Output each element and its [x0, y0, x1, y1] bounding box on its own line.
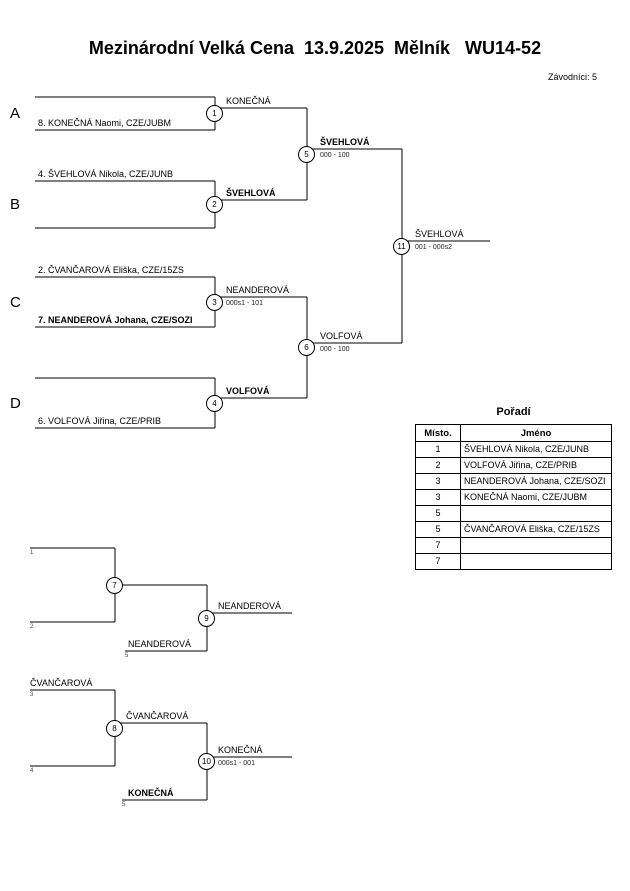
match-circle-4: 4 [206, 395, 223, 412]
player-konecna: 8. KONEČNÁ Naomi, CZE/JUBM [38, 118, 172, 128]
standings-place: 2 [415, 457, 461, 474]
standings-table: Místo. Jméno 1 ŠVEHLOVÁ Nikola, CZE/JUNB… [415, 424, 612, 570]
match-circle-11: 11 [393, 238, 410, 255]
winner-label-m4: VOLFOVÁ [226, 386, 270, 396]
standings-name: VOLFOVÁ Jiřina, CZE/PRIB [460, 457, 612, 474]
player-neanderova: 7. NEANDEROVÁ Johana, CZE/SOZI [38, 315, 193, 325]
table-row: 3 KONEČNÁ Naomi, CZE/JUBM [415, 489, 612, 506]
table-row: 5 ČVANČAROVÁ Eliška, CZE/15ZS [415, 521, 612, 538]
player-volfova: 6. VOLFOVÁ Jiřina, CZE/PRIB [38, 416, 162, 426]
consolation-entry-konecna: KONEČNÁ [128, 788, 174, 798]
table-row: 7 [415, 553, 612, 570]
standings-place: 3 [415, 489, 461, 506]
standings-name [460, 553, 612, 570]
group-label-d: D [10, 395, 21, 412]
standings-name: KONEČNÁ Naomi, CZE/JUBM [460, 489, 612, 506]
standings-place: 7 [415, 537, 461, 554]
consolation-seed-3: 3 [30, 692, 34, 698]
winner-label-m5: ŠVEHLOVÁ [320, 137, 370, 147]
winner-label-m8: ČVANČAROVÁ [126, 711, 189, 721]
standings-place: 3 [415, 473, 461, 490]
table-row: 5 [415, 505, 612, 522]
table-row: 7 [415, 537, 612, 554]
standings-name [460, 505, 612, 522]
winner-label-m9: NEANDEROVÁ [218, 601, 282, 611]
group-label-a: A [10, 105, 21, 122]
winner-label-m3: NEANDEROVÁ [226, 285, 290, 295]
consolation-seed-2: 2 [30, 624, 34, 630]
score-m6: 000 - 100 [320, 346, 350, 353]
match-circle-2: 2 [206, 196, 223, 213]
standings-name: NEANDEROVÁ Johana, CZE/SOZI [460, 473, 612, 490]
group-label-b: B [10, 196, 21, 213]
match-circle-5: 5 [298, 146, 315, 163]
match-circle-8: 8 [106, 720, 123, 737]
consolation-seed-5b: 5 [122, 802, 126, 808]
standings-place: 1 [415, 441, 461, 458]
score-m3: 000s1 - 101 [226, 300, 263, 307]
winner-label-m1: KONEČNÁ [226, 96, 271, 106]
standings-name [460, 537, 612, 554]
table-row: 2 VOLFOVÁ Jiřina, CZE/PRIB [415, 457, 612, 474]
match-circle-3: 3 [206, 294, 223, 311]
standings-title: Pořadí [496, 406, 531, 418]
consolation-entry-neanderova: NEANDEROVÁ [128, 639, 192, 649]
standings-place: 7 [415, 553, 461, 570]
table-row: 3 NEANDEROVÁ Johana, CZE/SOZI [415, 473, 612, 490]
winner-label-m2: ŠVEHLOVÁ [226, 188, 276, 198]
player-svehlova: 4. ŠVEHLOVÁ Nikola, CZE/JUNB [38, 169, 174, 179]
match-circle-6: 6 [298, 339, 315, 356]
consolation-seed-5a: 5 [125, 653, 129, 659]
match-circle-9: 9 [198, 610, 215, 627]
player-cvancarova: 2. ČVANČAROVÁ Eliška, CZE/15ZS [38, 265, 184, 275]
match-circle-7: 7 [106, 577, 123, 594]
standings-header-name: Jméno [460, 424, 612, 442]
consolation-seed-4: 4 [30, 768, 34, 774]
competitors-count: Závodníci: 5 [547, 72, 597, 82]
consolation-entry-cvancarova: ČVANČAROVÁ [30, 678, 93, 688]
consolation-seed-1: 1 [30, 550, 34, 556]
standings-place: 5 [415, 505, 461, 522]
score-m5: 000 - 100 [320, 152, 350, 159]
match-circle-10: 10 [198, 753, 215, 770]
winner-label-m10: KONEČNÁ [218, 745, 263, 755]
tournament-title: Mezinárodní Velká Cena 13.9.2025 Mělník … [88, 38, 542, 58]
standings-header-row: Místo. Jméno [415, 424, 612, 442]
winner-label-final: ŠVEHLOVÁ [415, 229, 464, 239]
standings-place: 5 [415, 521, 461, 538]
score-m10: 000s1 - 001 [218, 760, 255, 767]
match-circle-1: 1 [206, 105, 223, 122]
winner-label-m6: VOLFOVÁ [320, 331, 363, 341]
score-final: 001 - 000s2 [415, 244, 452, 251]
group-label-c: C [10, 294, 21, 311]
standings-name: ČVANČAROVÁ Eliška, CZE/15ZS [460, 521, 612, 538]
table-row: 1 ŠVEHLOVÁ Nikola, CZE/JUNB [415, 441, 612, 458]
standings-name: ŠVEHLOVÁ Nikola, CZE/JUNB [460, 441, 612, 458]
standings-header-place: Místo. [415, 424, 461, 442]
